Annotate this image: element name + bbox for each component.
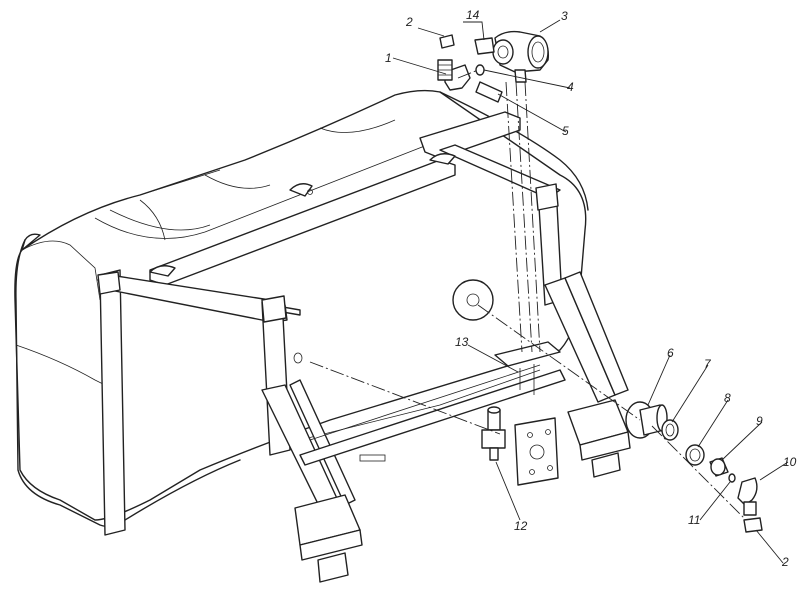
callout-8: 8	[724, 391, 731, 405]
top-valve-assembly	[437, 30, 550, 103]
callout-9: 9	[756, 414, 763, 428]
callout-14: 14	[466, 8, 480, 22]
callout-2-bottom: 2	[781, 555, 789, 569]
callout-10: 10	[783, 455, 797, 469]
alignment-centerlines	[309, 69, 747, 521]
bracket-plate-13	[494, 341, 561, 395]
leader-lines	[392, 19, 789, 564]
callout-7: 7	[704, 357, 712, 371]
drain-valve-12	[481, 406, 506, 461]
callout-11: 11	[688, 513, 700, 527]
callout-12: 12	[514, 519, 528, 533]
outlet-fittings	[625, 401, 763, 533]
callout-2-top: 2	[405, 15, 413, 29]
callout-4: 4	[567, 80, 574, 94]
callout-5: 5	[562, 124, 569, 138]
support-legs	[261, 271, 631, 583]
mounting-frame	[97, 111, 563, 536]
callout-13: 13	[455, 335, 469, 349]
tank-port	[293, 279, 494, 364]
callout-labels: 14 2 3 1 4 5 6 7 8 9 10 11 12 13 2	[385, 8, 797, 569]
callout-3: 3	[561, 9, 568, 23]
callout-1: 1	[385, 51, 392, 65]
callout-6: 6	[667, 346, 674, 360]
